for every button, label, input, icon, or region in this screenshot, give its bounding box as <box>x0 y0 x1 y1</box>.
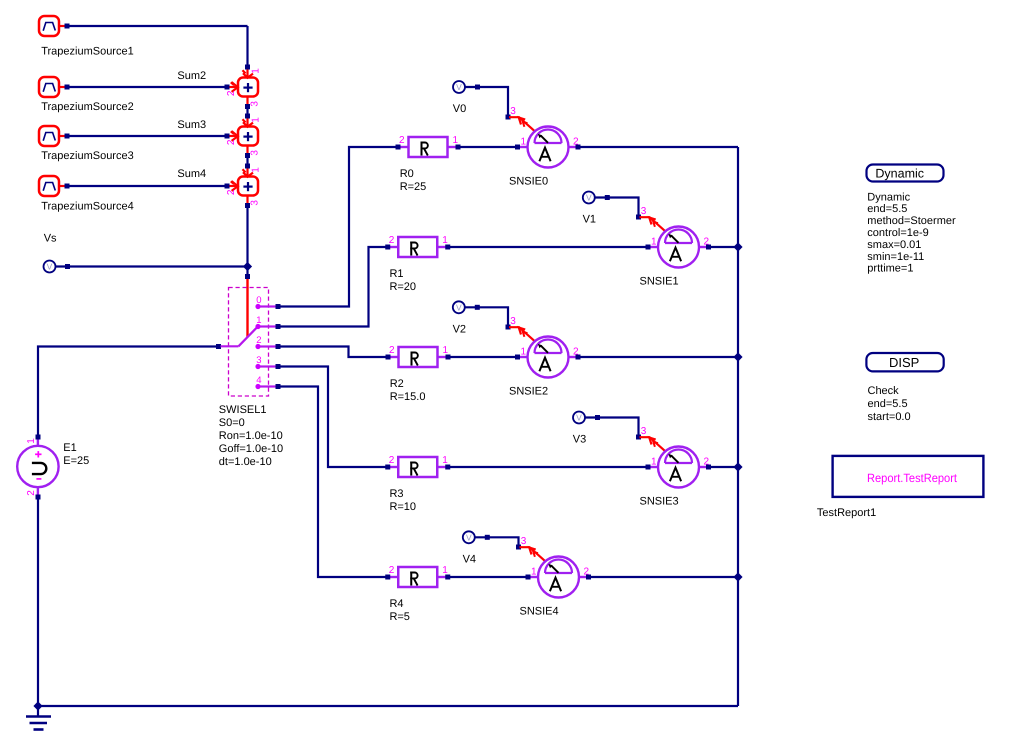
svg-text:V3: V3 <box>573 434 586 446</box>
svg-text:dt=1.0e-10: dt=1.0e-10 <box>219 456 272 468</box>
svg-text:3: 3 <box>521 536 527 547</box>
svg-text:3: 3 <box>250 150 261 156</box>
svg-text:1: 1 <box>250 167 261 173</box>
svg-text:3: 3 <box>256 355 261 366</box>
svg-text:2: 2 <box>389 455 395 466</box>
svg-text:SNSIE3: SNSIE3 <box>640 495 679 507</box>
svg-text:V2: V2 <box>453 323 466 335</box>
svg-text:2: 2 <box>704 237 710 248</box>
svg-text:Sum2: Sum2 <box>177 70 206 82</box>
svg-text:Report.TestReport: Report.TestReport <box>867 471 958 485</box>
svg-text:V: V <box>456 82 462 92</box>
svg-text:3: 3 <box>510 106 516 117</box>
svg-text:R=15.0: R=15.0 <box>390 391 426 403</box>
svg-text:2: 2 <box>389 235 395 246</box>
svg-text:S0=0: S0=0 <box>219 417 245 429</box>
svg-text:DISP: DISP <box>889 355 919 370</box>
svg-text:TrapeziumSource4: TrapeziumSource4 <box>41 201 134 213</box>
svg-text:2: 2 <box>226 139 237 145</box>
svg-text:end=5.5: end=5.5 <box>868 398 908 410</box>
svg-text:SWISEL1: SWISEL1 <box>219 404 267 416</box>
svg-text:V1: V1 <box>583 214 596 226</box>
svg-text:1: 1 <box>453 135 459 146</box>
svg-text:V: V <box>586 193 592 203</box>
svg-text:V: V <box>576 413 582 423</box>
svg-text:SNSIE4: SNSIE4 <box>520 605 559 617</box>
svg-text:SNSIE1: SNSIE1 <box>640 275 679 287</box>
svg-text:R=20: R=20 <box>389 281 416 293</box>
svg-text:TrapeziumSource3: TrapeziumSource3 <box>41 150 134 162</box>
svg-text:smax=0.01: smax=0.01 <box>867 239 921 251</box>
svg-text:2: 2 <box>573 347 579 358</box>
svg-text:2: 2 <box>26 490 37 496</box>
svg-text:TrapeziumSource1: TrapeziumSource1 <box>41 46 134 58</box>
svg-text:2: 2 <box>704 457 710 468</box>
svg-text:2: 2 <box>389 565 395 576</box>
svg-text:2: 2 <box>573 137 579 148</box>
svg-text:Vs: Vs <box>44 233 57 245</box>
svg-text:2: 2 <box>584 567 590 578</box>
svg-text:end=5.5: end=5.5 <box>867 203 907 215</box>
svg-text:control=1e-9: control=1e-9 <box>867 227 928 239</box>
svg-text:1: 1 <box>250 68 261 74</box>
svg-text:E=25: E=25 <box>63 455 89 467</box>
svg-text:R=25: R=25 <box>400 181 427 193</box>
svg-text:3: 3 <box>641 206 647 217</box>
svg-text:R=5: R=5 <box>389 611 410 623</box>
svg-text:1: 1 <box>521 347 527 358</box>
svg-text:1: 1 <box>250 117 261 123</box>
svg-text:Dynamic: Dynamic <box>867 191 910 203</box>
svg-text:V: V <box>47 262 53 272</box>
svg-text:1: 1 <box>442 235 448 246</box>
svg-text:3: 3 <box>510 316 516 327</box>
svg-text:1: 1 <box>442 455 448 466</box>
svg-text:Sum3: Sum3 <box>177 119 206 131</box>
svg-text:1: 1 <box>256 315 261 326</box>
svg-text:3: 3 <box>641 426 647 437</box>
svg-text:TrapeziumSource2: TrapeziumSource2 <box>41 101 134 113</box>
svg-text:3: 3 <box>250 101 261 107</box>
svg-text:R1: R1 <box>389 268 403 280</box>
svg-text:method=Stoermer: method=Stoermer <box>867 215 956 227</box>
svg-text:2: 2 <box>399 135 405 146</box>
svg-text:SNSIE0: SNSIE0 <box>509 175 548 187</box>
svg-text:V: V <box>466 532 472 542</box>
svg-text:V: V <box>456 302 462 312</box>
svg-text:R3: R3 <box>389 488 403 500</box>
svg-text:1: 1 <box>651 457 657 468</box>
svg-text:1: 1 <box>651 237 657 248</box>
svg-text:R4: R4 <box>389 598 403 610</box>
svg-text:prttime=1: prttime=1 <box>867 263 913 275</box>
svg-text:V4: V4 <box>463 553 476 565</box>
svg-text:3: 3 <box>250 200 261 206</box>
svg-text:1: 1 <box>26 438 37 444</box>
svg-text:Sum4: Sum4 <box>177 168 206 180</box>
svg-text:start=0.0: start=0.0 <box>868 411 911 423</box>
svg-text:R2: R2 <box>390 378 404 390</box>
svg-text:Check: Check <box>868 385 900 397</box>
svg-text:1: 1 <box>443 345 449 356</box>
svg-text:Goff=1.0e-10: Goff=1.0e-10 <box>219 443 283 455</box>
svg-text:R0: R0 <box>400 168 414 180</box>
svg-text:smin=1e-11: smin=1e-11 <box>867 251 924 263</box>
svg-text:2: 2 <box>389 345 395 356</box>
svg-text:TestReport1: TestReport1 <box>817 507 876 519</box>
svg-text:4: 4 <box>256 375 261 386</box>
svg-text:0: 0 <box>256 295 261 306</box>
svg-text:E1: E1 <box>63 442 76 454</box>
svg-text:R=10: R=10 <box>389 501 416 513</box>
svg-text:Ron=1.0e-10: Ron=1.0e-10 <box>219 430 283 442</box>
svg-text:1: 1 <box>442 565 448 576</box>
svg-text:2: 2 <box>226 90 237 96</box>
svg-text:1: 1 <box>521 137 527 148</box>
svg-text:Dynamic: Dynamic <box>875 166 924 180</box>
svg-text:2: 2 <box>226 189 237 195</box>
svg-text:2: 2 <box>256 335 261 346</box>
svg-text:1: 1 <box>531 567 537 578</box>
svg-text:V0: V0 <box>453 103 466 115</box>
svg-text:SNSIE2: SNSIE2 <box>509 385 548 397</box>
